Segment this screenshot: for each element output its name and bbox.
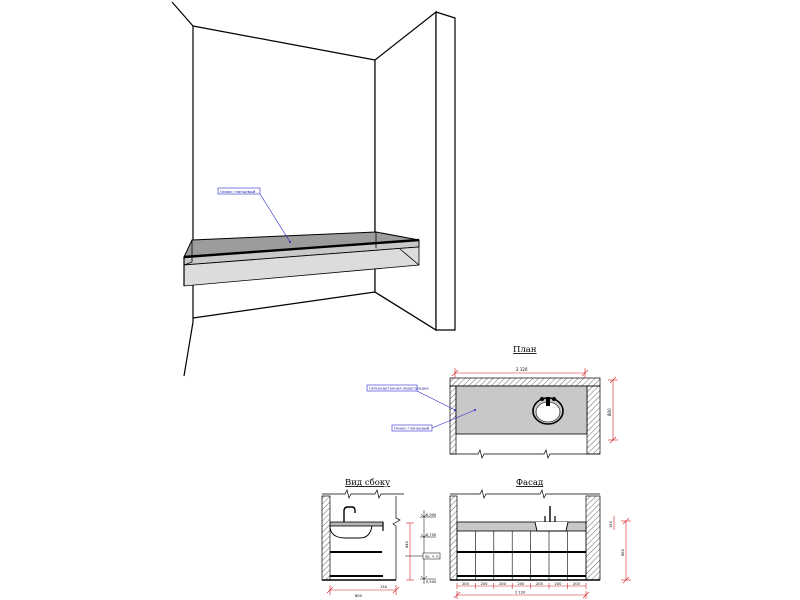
side-break-line xyxy=(322,488,404,500)
facade-seg-3: 200 xyxy=(499,582,507,586)
wall-edge-bottom xyxy=(192,291,376,319)
facade-seg-2: 200 xyxy=(481,582,489,586)
plan-view: План 2 120 800 xyxy=(366,345,618,460)
facade-seg-1: 200 xyxy=(462,582,470,586)
facade-small-dim: 150 xyxy=(609,520,613,528)
perspective-view xyxy=(171,1,456,377)
side-view-title: Вид сбоку xyxy=(345,477,390,488)
perspective-callout: Оникс глянцевый xyxy=(217,187,291,243)
plan-wall-top xyxy=(449,377,601,387)
shelf-diag-left xyxy=(183,261,193,266)
plan-faucet xyxy=(546,397,550,406)
plan-countertop xyxy=(455,385,588,435)
plan-faucet-handle-right xyxy=(552,397,556,401)
partition-wall xyxy=(374,10,437,332)
side-height-dim: 640 xyxy=(405,540,409,548)
callout-dot xyxy=(289,241,291,243)
plan-callout-partition: гипсокартонная перегородка xyxy=(369,386,429,391)
plan-wall-right xyxy=(586,385,601,455)
side-wall-right xyxy=(392,496,401,580)
facade-wall-right xyxy=(585,495,601,581)
facade-wall-left xyxy=(449,495,458,581)
facade-height-dim: 860 xyxy=(621,548,625,556)
plan-overall-dim: 2 120 xyxy=(516,367,528,372)
plan-side-dim: 800 xyxy=(607,408,612,416)
facade-seg-5: 200 xyxy=(536,582,544,586)
side-faucet xyxy=(343,506,356,522)
facade-view: Фасад xyxy=(449,478,631,599)
facade-sink xyxy=(534,521,569,532)
facade-seg-4: 200 xyxy=(518,582,526,586)
side-view: Вид сбоку 0,900 0,750 0,500 xyxy=(321,477,441,598)
plan-faucet-handle-left xyxy=(540,397,544,401)
plan-title: План xyxy=(513,345,537,355)
plan-callout-leader-onyx xyxy=(431,409,476,429)
wall-edge-top xyxy=(192,25,376,61)
side-level-2: 0,750 xyxy=(426,533,437,537)
facade-overall-dimension xyxy=(453,591,590,599)
plan-dimension-side xyxy=(608,376,618,444)
countertop-front-edge-bold xyxy=(183,238,420,259)
side-depth-dim: 800 xyxy=(355,594,363,598)
side-sink-bowl xyxy=(329,525,373,539)
plan-callout-leader-partition xyxy=(416,390,456,411)
side-dimension-height xyxy=(406,522,414,581)
floor-edge-left xyxy=(183,321,194,377)
facade-title: Фасад xyxy=(516,478,543,488)
side-countertop xyxy=(329,521,384,527)
facade-overall-dim: 2 120 xyxy=(515,591,526,595)
side-floor-note: ур. ч. п. xyxy=(425,555,440,559)
shelf-diag-right xyxy=(399,248,420,266)
plan-break-line xyxy=(450,448,600,460)
side-level-marks xyxy=(420,510,436,584)
side-level-3: 0,500 xyxy=(426,580,437,584)
plan-dimension-top xyxy=(451,368,589,378)
callout-box xyxy=(217,187,261,195)
side-wall-left xyxy=(321,495,331,581)
side-dimension-depth xyxy=(326,585,400,595)
side-level-1: 0,900 xyxy=(426,513,437,517)
facade-panels xyxy=(456,531,587,580)
plan-callout-onyx: Оникс глянцевый xyxy=(394,426,430,431)
ceiling-diagonal xyxy=(171,1,194,27)
facade-segment-dimensions xyxy=(456,583,587,589)
side-small-dim: 130 xyxy=(380,585,388,589)
plan-callout-box-partition xyxy=(366,384,418,392)
facade-seg-6: 200 xyxy=(555,582,563,586)
facade-break-line xyxy=(450,488,600,500)
facade-seg-7: 200 xyxy=(573,582,581,586)
facade-height-dimension xyxy=(621,517,631,584)
plan-callout-dot-onyx xyxy=(474,409,476,411)
facade-countertop xyxy=(456,521,587,532)
partition-wall-end xyxy=(435,11,456,331)
callout-text: Оникс глянцевый xyxy=(220,189,256,194)
plan-callout-dot-partition xyxy=(454,409,456,411)
callout-leader xyxy=(259,193,291,243)
